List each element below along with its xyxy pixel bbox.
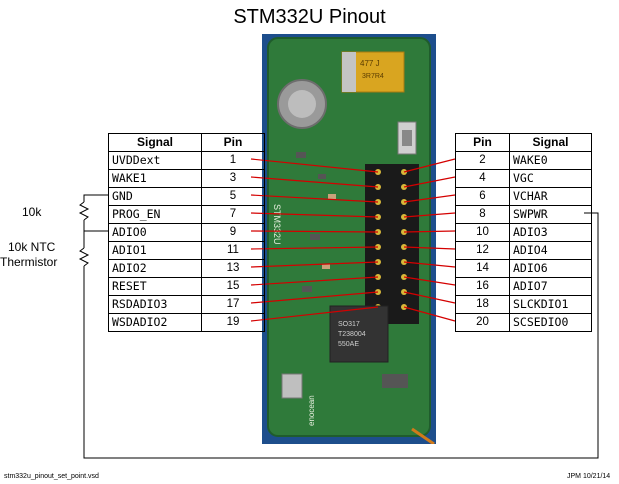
signal-header: Signal bbox=[108, 133, 202, 152]
thermistor-symbol bbox=[78, 247, 90, 267]
pin-header-label: Pin bbox=[201, 133, 265, 152]
footer-author-date: JPM 10/21/14 bbox=[567, 473, 611, 480]
thermistor-label-line2: Thermistor bbox=[0, 255, 58, 269]
diagram-title: STM332U Pinout bbox=[233, 6, 386, 28]
svg-text:550AE: 550AE bbox=[338, 341, 359, 348]
svg-text:3R7R4: 3R7R4 bbox=[362, 73, 384, 80]
pcb-board-photo: 477 J 3R7R4 STM332U SO317 T238004 550AE … bbox=[262, 34, 436, 444]
svg-text:T238004: T238004 bbox=[338, 331, 366, 338]
pin-header bbox=[365, 164, 419, 324]
footer-filename: stm332u_pinout_set_point.vsd bbox=[4, 473, 99, 480]
svg-text:SO317: SO317 bbox=[338, 321, 360, 328]
thermistor-label-line1: 10k NTC bbox=[8, 240, 56, 254]
resistor-10k-symbol bbox=[78, 201, 90, 221]
resistor-label: 10k bbox=[22, 205, 42, 219]
pin-header-label: Pin bbox=[455, 133, 510, 152]
svg-text:STM332U: STM332U bbox=[272, 204, 282, 245]
mcu-chip bbox=[329, 305, 389, 363]
signal-header: Signal bbox=[509, 133, 592, 152]
svg-text:enocean: enocean bbox=[307, 395, 316, 426]
svg-text:477 J: 477 J bbox=[360, 59, 380, 68]
